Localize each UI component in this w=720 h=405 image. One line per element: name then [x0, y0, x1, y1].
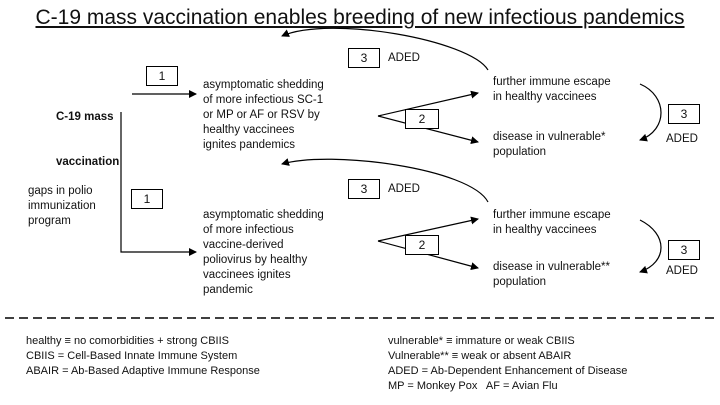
- c19-vaccination-label: C-19 mass vaccination: [56, 80, 119, 185]
- arrow-bottom-to-escape: [377, 216, 479, 242]
- disease-top-text: disease in vulnerable* population: [493, 131, 606, 158]
- arrow-aded-right-top: [639, 83, 662, 142]
- aded-label-top-loop: ADED: [388, 52, 420, 64]
- c19-label-line1: C-19 mass: [56, 111, 114, 123]
- c19-label-line2: vaccination: [56, 156, 120, 168]
- aded-label-bottom-loop: ADED: [388, 183, 420, 195]
- arrow-aded-loop-bottom: [281, 158, 489, 203]
- step-box-3-bottom-right: 3: [668, 240, 700, 260]
- diagram-title: C-19 mass vaccination enables breeding o…: [35, 6, 685, 29]
- aded-label-top-right: ADED: [666, 133, 698, 145]
- arrow-aded-right-bottom: [639, 219, 662, 274]
- escape-bottom-text: further immune escape in healthy vaccine…: [493, 209, 611, 236]
- legend-mp-af: MP = Monkey Pox AF = Avian Flu: [388, 380, 558, 392]
- legend-aded: ADED = Ab-Dependent Enhancement of Disea…: [388, 365, 628, 377]
- step-box-3-top-right: 3: [668, 104, 700, 124]
- shedding-top-text: asymptomatic shedding of more infectious…: [203, 79, 324, 151]
- legend-right: vulnerable* ≡ immature or weak CBIIS Vul…: [388, 334, 627, 394]
- escape-top-text: further immune escape in healthy vaccine…: [493, 76, 611, 103]
- legend-healthy: healthy ≡ no comorbidities + strong CBII…: [26, 335, 229, 347]
- arrow-top-to-disease: [377, 115, 479, 145]
- step-box-3-top-loop: 3: [348, 48, 380, 68]
- shedding-bottom-text: asymptomatic shedding of more infectious…: [203, 209, 324, 296]
- arrow-aded-loop-top: [281, 27, 489, 71]
- legend-vulnerable-1: vulnerable* ≡ immature or weak CBIIS: [388, 335, 575, 347]
- arrow-top-to-escape: [377, 90, 479, 117]
- polio-gaps-label: gaps in polio immunization program: [28, 185, 96, 227]
- legend-abair: ABAIR = Ab-Based Adaptive Immune Respons…: [26, 365, 260, 377]
- step-box-2-bottom: 2: [405, 235, 439, 255]
- disease-bottom-text: disease in vulnerable** population: [493, 261, 610, 288]
- step-box-3-bottom-loop: 3: [348, 179, 380, 199]
- legend-vulnerable-2: Vulnerable** ≡ weak or absent ABAIR: [388, 350, 572, 362]
- arrow-down-to-polio: [120, 112, 197, 256]
- legend-cbiis: CBIIS = Cell-Based Innate Immune System: [26, 350, 238, 362]
- step-box-1-bottom: 1: [131, 189, 163, 209]
- legend-left: healthy ≡ no comorbidities + strong CBII…: [26, 334, 260, 379]
- step-box-2-top: 2: [405, 109, 439, 129]
- aded-label-bottom-right: ADED: [666, 265, 698, 277]
- step-box-1-top: 1: [146, 66, 178, 86]
